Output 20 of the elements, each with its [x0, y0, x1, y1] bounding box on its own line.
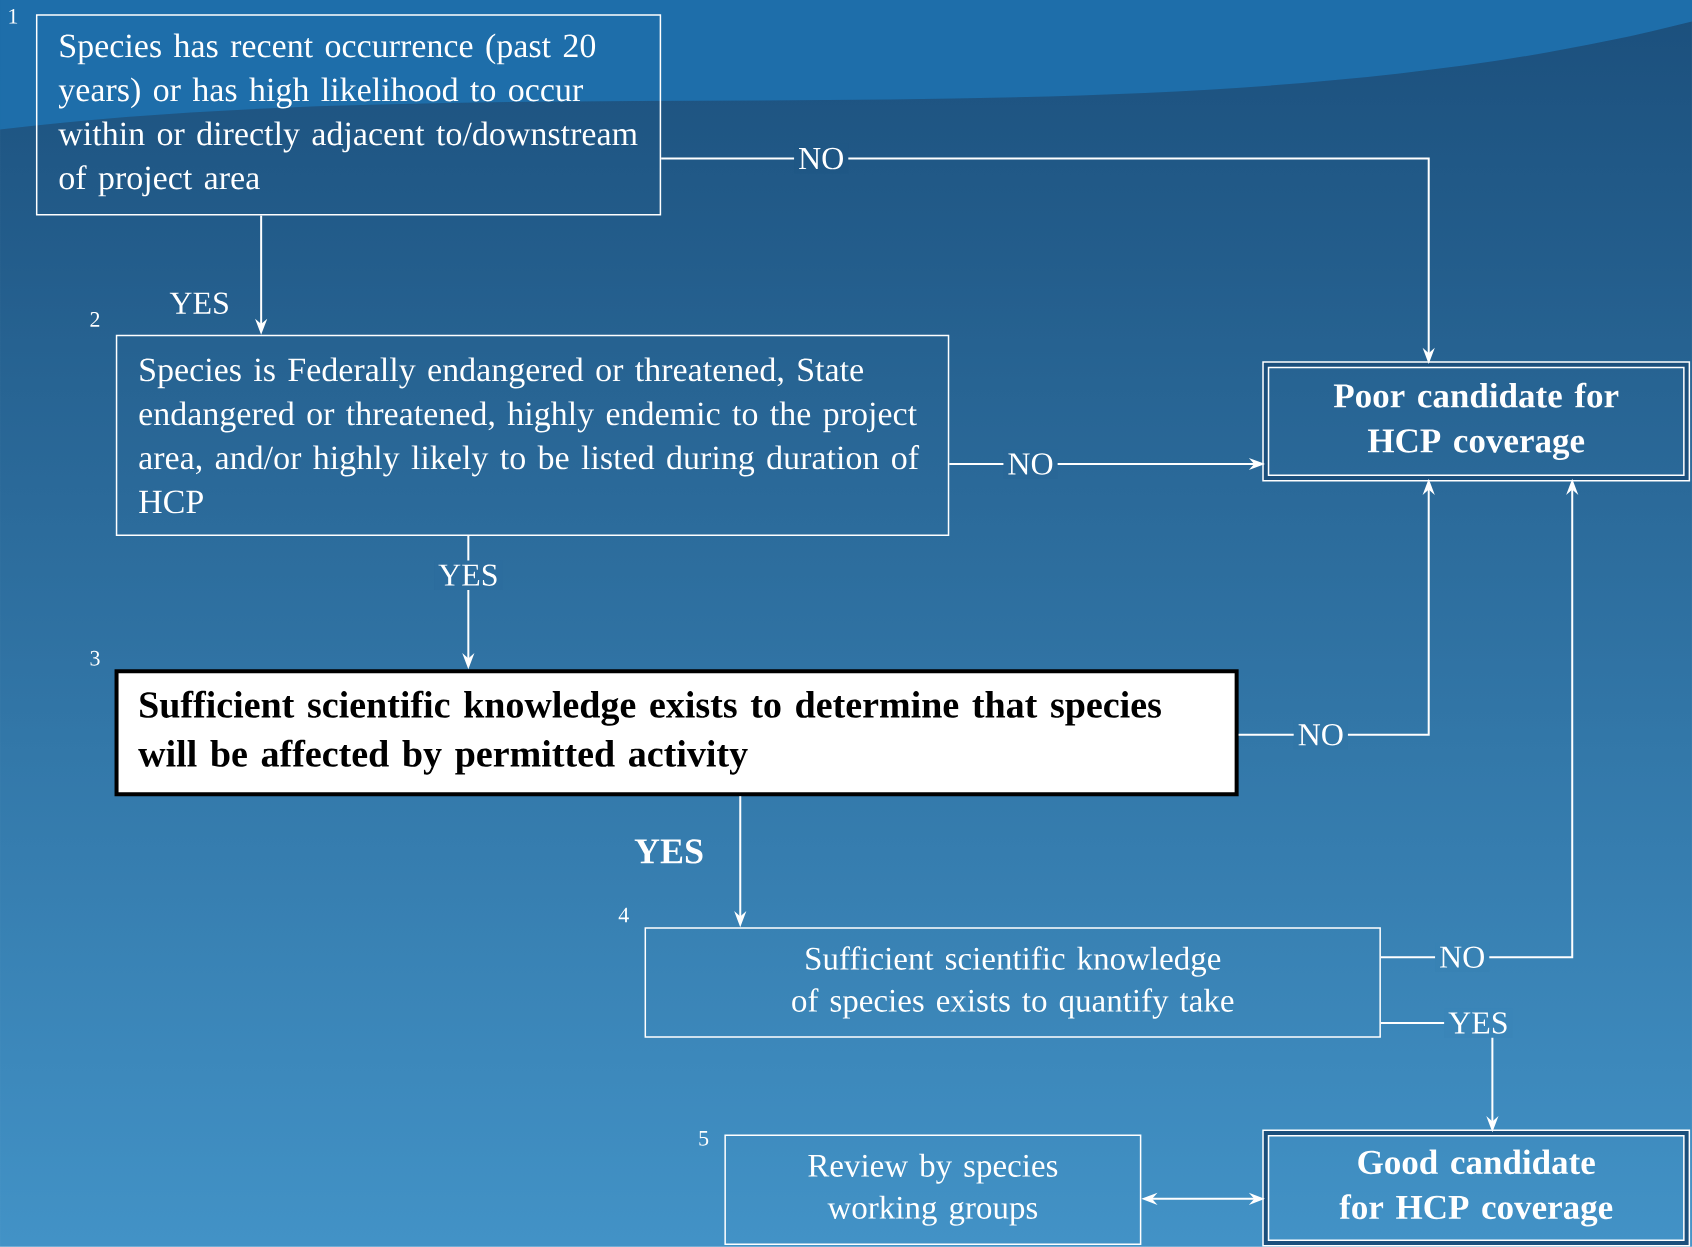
result-box: Good candidate for HCP coverage: [1262, 1129, 1691, 1247]
process-box: Review by species working groups: [724, 1134, 1142, 1245]
edge-label: YES: [634, 839, 703, 864]
process-box: Sufficient scientific knowledge of species exists to quantify take: [644, 927, 1381, 1038]
edge-label: NO: [1293, 720, 1348, 750]
edge-label: YES: [434, 560, 503, 590]
edge-label: NO: [1003, 449, 1058, 479]
edge-label: NO: [1435, 942, 1490, 972]
process-box: Species is Federally endangered or threatened, State endangered or threatened, highly endemic to the project area, and/or highly likely to be listed during duration of HCP: [115, 334, 950, 536]
step-number: 4: [618, 907, 629, 923]
edge-label: NO: [794, 143, 849, 174]
edge-label: YES: [169, 292, 228, 314]
step-number: 5: [699, 1131, 709, 1146]
highlighted-box: Sufficient scientific knowledge exists to determine that species will be affected by permitted activity: [114, 669, 1239, 797]
step-number: 3: [90, 650, 100, 666]
edge-label: YES: [1444, 1008, 1513, 1038]
result-box: Poor candidate for HCP coverage: [1262, 361, 1691, 482]
step-number: 2: [90, 312, 100, 327]
step-number: 1: [9, 8, 18, 24]
process-box: Species has recent occurrence (past 20 years) or has high likelihood to occur within or directly adjacent to/downstream of project area: [35, 14, 662, 216]
